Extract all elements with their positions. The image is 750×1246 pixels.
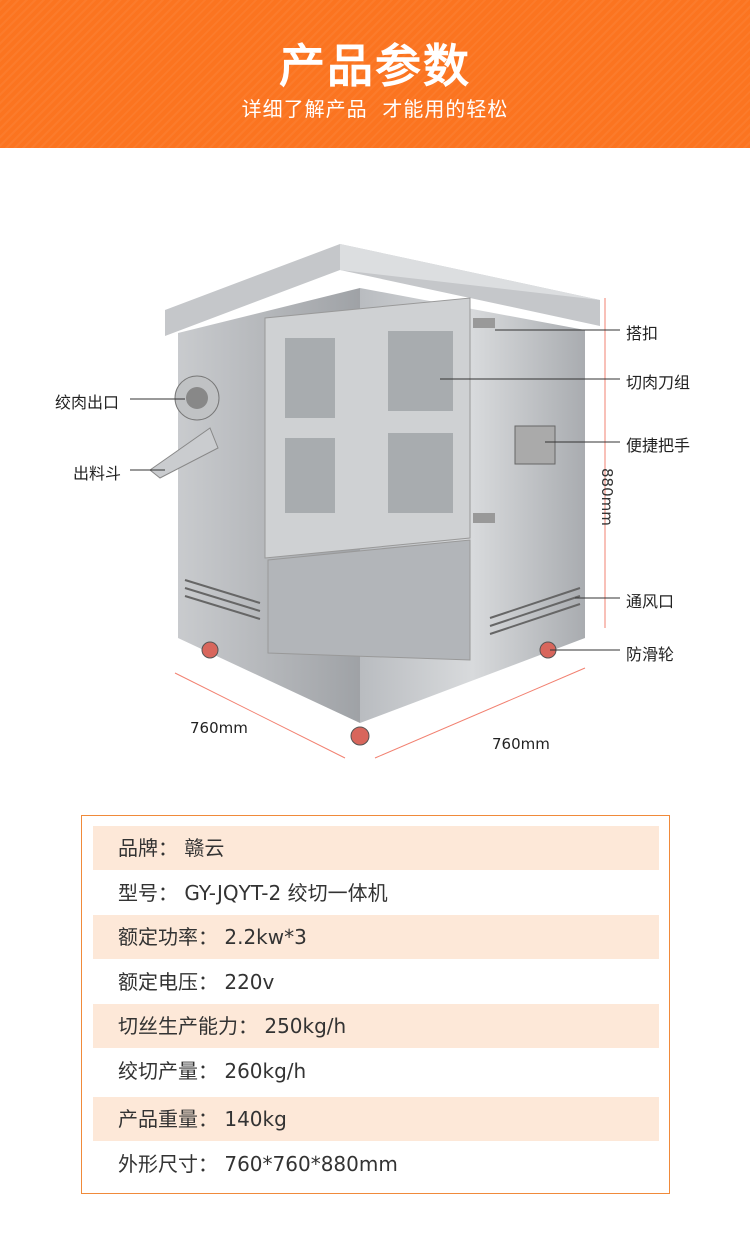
spec-row-brand: 品牌： 赣云 (93, 826, 659, 870)
machine-lower-opening (267, 539, 471, 661)
spec-row-power: 额定功率： 2.2kw*3 (93, 915, 659, 959)
dimension-width: 760mm (190, 719, 248, 737)
wheels (201, 641, 557, 746)
spec-row-output: 绞切产量： 260kg/h (118, 1059, 307, 1083)
header-banner: 产品参数 详细了解产品 才能用的轻松 (0, 0, 750, 148)
spec-row-dimensions: 外形尺寸： 760*760*880mm (118, 1152, 398, 1176)
callout-latch: 搭扣 (626, 324, 659, 343)
callout-handle: 便捷把手 (626, 436, 691, 455)
handle (514, 425, 556, 465)
dimension-lines (174, 298, 606, 759)
callout-lines (130, 329, 620, 651)
spec-row-weight: 产品重量： 140kg (93, 1097, 659, 1141)
callout-grinder-outlet: 绞肉出口 (55, 393, 120, 412)
discharge-hopper (149, 427, 219, 479)
latch (473, 318, 495, 328)
dimension-height: 880mm (598, 468, 616, 526)
dimension-depth: 760mm (492, 735, 550, 753)
spec-table: 品牌： 赣云 型号： GY-JQYT-2 绞切一体机 额定功率： 2.2kw*3… (81, 815, 670, 1194)
spec-row-voltage: 额定电压： 220v (118, 970, 275, 994)
callout-blade-set: 切肉刀组 (626, 373, 691, 392)
callout-wheel: 防滑轮 (626, 645, 675, 664)
callout-hopper: 出料斗 (73, 464, 122, 483)
page-subtitle: 详细了解产品 才能用的轻松 (241, 97, 509, 121)
machine-illustration (130, 244, 620, 759)
spec-row-shred-capacity: 切丝生产能力： 250kg/h (93, 1004, 659, 1048)
vents (184, 579, 581, 635)
spec-row-model: 型号： GY-JQYT-2 绞切一体机 (118, 881, 388, 905)
callout-vent: 通风口 (626, 592, 675, 611)
page-title: 产品参数 (279, 39, 471, 93)
